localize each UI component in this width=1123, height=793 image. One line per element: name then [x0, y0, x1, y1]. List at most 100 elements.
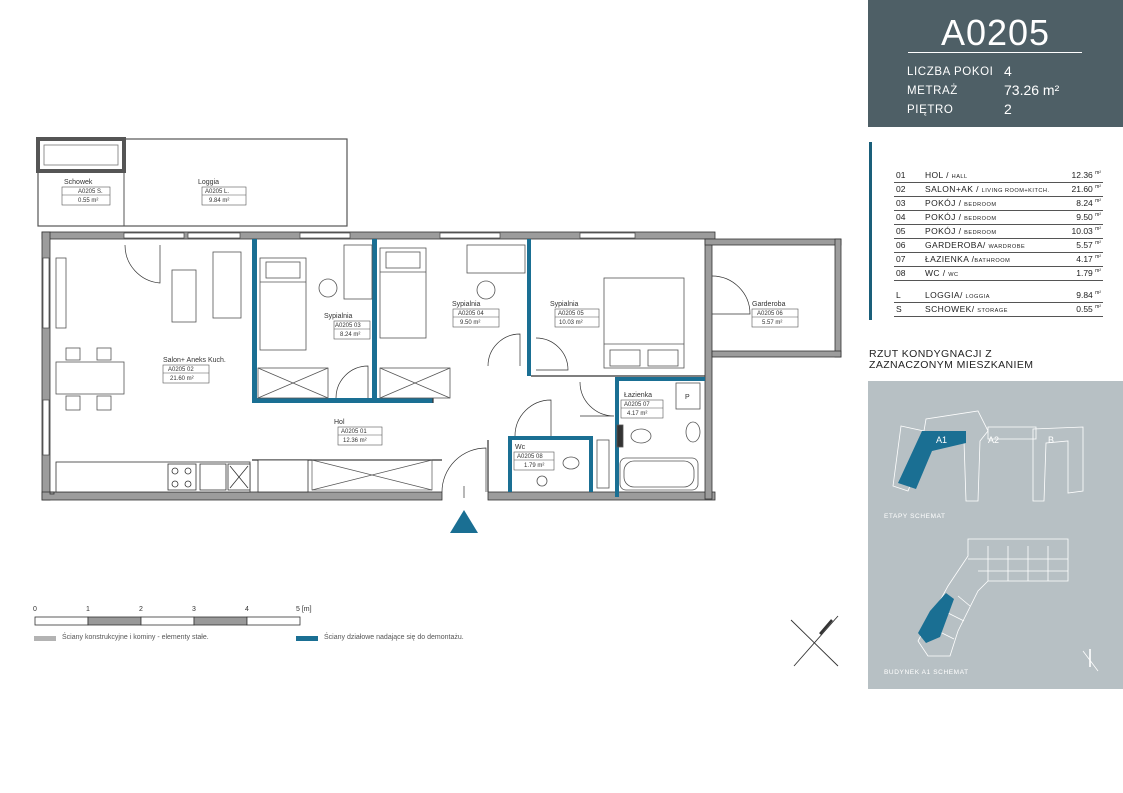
- unit-code: A0205: [940, 12, 1051, 53]
- room-number: 03: [896, 198, 906, 208]
- plan-label-name: Loggia: [198, 179, 219, 186]
- room-name-en: WARDROBE: [988, 244, 1026, 250]
- legend-text-structural: Ściany konstrukcyjne i kominy - elementy…: [62, 634, 209, 641]
- label-sypialnia-03: Sypialnia A0205 03 8.24 m²: [324, 313, 371, 340]
- room-area: 4.17: [1076, 254, 1093, 264]
- plan-label-name: Sypialnia: [452, 301, 481, 308]
- room-area: 21.60: [1071, 184, 1093, 194]
- plan-label-name: Wc: [515, 444, 526, 451]
- header-divider: [908, 52, 1082, 53]
- area-unit: m²: [1095, 290, 1101, 297]
- label-salon: Salon+ Aneks Kuch. A0205 02 21.60 m²: [162, 357, 226, 384]
- rooms-count-value: 4: [1004, 63, 1012, 79]
- caption-line: ZAZNACZONYM MIESZKANIEM: [869, 359, 1034, 371]
- area-unit: m²: [1095, 268, 1101, 275]
- plan-label-code: A0205 02: [168, 367, 194, 373]
- legend-swatch-structural: [34, 636, 56, 641]
- room-name-en: LIVING ROOM+KITCH.: [981, 188, 1050, 194]
- plan-label-name: Salon+ Aneks Kuch.: [163, 357, 226, 364]
- room-name-en: BEDROOM: [964, 230, 997, 236]
- plan-label-area: 5.57 m²: [762, 320, 782, 326]
- stage-a1-highlight: [898, 431, 966, 489]
- scale-bar: [34, 616, 301, 626]
- entrance-arrow-icon: [450, 510, 478, 533]
- room-name: SALON+AK /: [925, 184, 982, 194]
- room-number: 06: [896, 240, 906, 250]
- kitchen-counter: [55, 459, 309, 493]
- plan-label-code: A0205 S.: [78, 189, 103, 195]
- plan-label-code: A0205 03: [335, 323, 361, 329]
- room-area: 9.84: [1076, 290, 1093, 300]
- plan-label-name: Sypialnia: [324, 313, 353, 320]
- plan-label-name: Schowek: [64, 179, 93, 186]
- room-number: L: [896, 290, 901, 300]
- room-area-table: 01 HOL / HALL 12.36 m² 02 SALON+AK / LIV…: [869, 142, 1104, 320]
- room-name: POKÓJ /: [925, 226, 965, 236]
- doors: [124, 244, 751, 498]
- floor-caption: RZUT KONDYGNACJI Z ZAZNACZONYM MIESZKANI…: [869, 349, 1033, 371]
- plan-label-name: Hol: [334, 419, 345, 426]
- scale-tick: 3: [192, 606, 196, 613]
- plan-label-area: 4.17 m²: [627, 411, 647, 417]
- area-unit: m²: [1095, 240, 1101, 247]
- area-unit: m²: [1095, 304, 1101, 311]
- plan-label-name: Sypialnia: [550, 301, 579, 308]
- stages-schematic: A1 A2 B: [892, 410, 1099, 672]
- room-name-en: BEDROOM: [964, 216, 997, 222]
- loggia-outline: [36, 137, 348, 227]
- plan-label-area: 1.79 m²: [524, 463, 544, 469]
- plan-label-area: 10.03 m²: [559, 320, 583, 326]
- plan-label-code: A0205 07: [624, 402, 650, 408]
- room-row: 05 POKÓJ / BEDROOM 10.03 m²: [894, 225, 1103, 239]
- plan-label-name: Łazienka: [624, 392, 652, 399]
- room-name-en: HALL: [951, 174, 968, 180]
- extra-row: S SCHOWEK/ STORAGE 0.55 m²: [894, 303, 1103, 317]
- label-sypialnia-04: Sypialnia A0205 04 9.50 m²: [452, 301, 500, 328]
- room-row: 07 ŁAZIENKA /BATHROOM 4.17 m²: [894, 253, 1103, 267]
- room-area: 8.24: [1076, 198, 1093, 208]
- room-number: 05: [896, 226, 906, 236]
- area-unit: m²: [1095, 226, 1101, 233]
- plan-label-area: 21.60 m²: [170, 376, 194, 382]
- plan-label-area: 9.84 m²: [209, 198, 229, 204]
- structural-walls: [41, 231, 842, 501]
- plan-label-area: 9.50 m²: [460, 320, 480, 326]
- room-row: 06 GARDEROBA/ WARDROBE 5.57 m²: [894, 239, 1103, 253]
- label-loggia: Loggia A0205 L. 9.84 m²: [198, 179, 247, 206]
- label-garderoba: Garderoba A0205 06 5.57 m²: [751, 301, 799, 328]
- windows: [42, 232, 636, 456]
- scale-tick: 1: [86, 606, 90, 613]
- label-sypialnia-05: Sypialnia A0205 05 10.03 m²: [550, 301, 600, 328]
- rooms-count-label: LICZBA POKOI: [907, 66, 994, 78]
- room-labels: Schowek A0205 S. 0.55 m² Loggia A0205 L.…: [61, 179, 799, 471]
- room-area: 0.55: [1076, 304, 1093, 314]
- room-area: 5.57: [1076, 240, 1093, 250]
- floor-label: PIĘTRO: [907, 104, 954, 116]
- room-row: 02 SALON+AK / LIVING ROOM+KITCH. 21.60 m…: [894, 183, 1103, 197]
- plan-label-area: 0.55 m²: [78, 198, 98, 204]
- plan-label-code: A0205 01: [341, 429, 367, 435]
- shaft-p-mark: P: [685, 394, 690, 401]
- room-name: ŁAZIENKA /: [925, 254, 975, 264]
- room-name: SCHOWEK/: [925, 304, 978, 314]
- stages-schematic-label: ETAPY SCHEMAT: [884, 513, 946, 520]
- scale-tick: 4: [245, 606, 249, 613]
- floor-plan: Schowek A0205 S. 0.55 m² Loggia A0205 L.…: [36, 137, 842, 533]
- caption-line: RZUT KONDYGNACJI Z: [869, 348, 993, 360]
- plan-label-area: 12.36 m²: [343, 438, 367, 444]
- label-schowek: Schowek A0205 S. 0.55 m²: [61, 179, 111, 206]
- hall-wardrobe: [311, 459, 433, 491]
- bedroom-furniture: [257, 244, 685, 399]
- label-hol: Hol A0205 01 12.36 m²: [334, 419, 383, 446]
- plan-label-name: Garderoba: [752, 301, 786, 308]
- room-number: 08: [896, 268, 906, 278]
- room-row: 08 WC / WC 1.79 m²: [894, 267, 1103, 281]
- label-wc: Wc A0205 08 1.79 m²: [513, 444, 555, 471]
- room-row: 03 POKÓJ / BEDROOM 8.24 m²: [894, 197, 1103, 211]
- room-name: LOGGIA/: [925, 290, 966, 300]
- plan-label-code: A0205 05: [558, 311, 584, 317]
- block-label: A1: [936, 435, 947, 445]
- room-name: POKÓJ /: [925, 198, 965, 208]
- block-label: B: [1048, 435, 1054, 445]
- block-label: A2: [988, 435, 999, 445]
